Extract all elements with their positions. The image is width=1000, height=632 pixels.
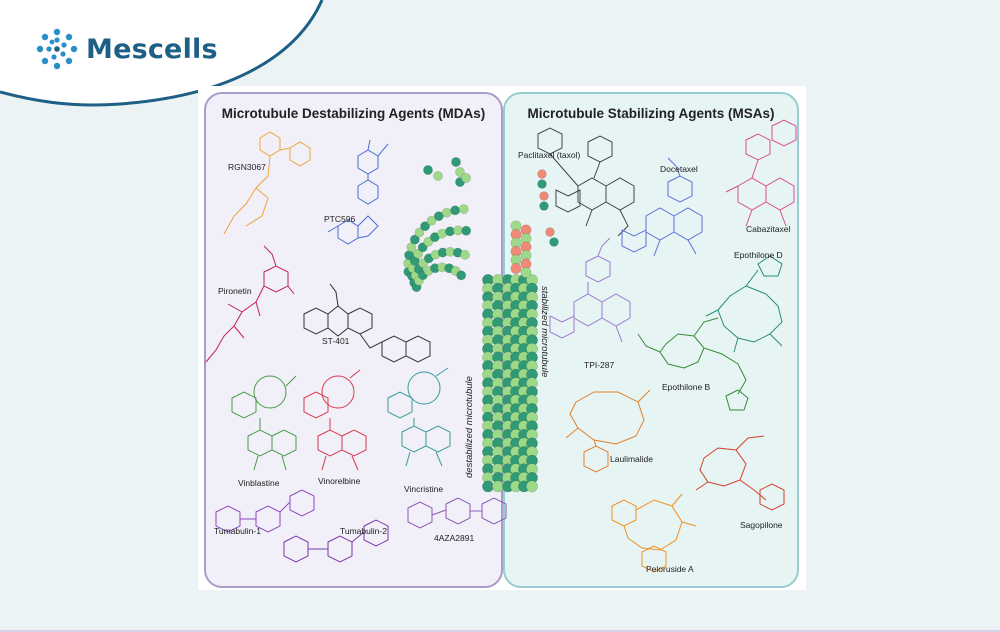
label-sagopilone: Sagopilone bbox=[740, 520, 783, 530]
vinblastine-structure bbox=[231, 375, 297, 471]
tubulin-sphere bbox=[456, 270, 467, 281]
footer-divider bbox=[0, 630, 1000, 632]
label-tumabulin1: Tumabulin-1 bbox=[214, 526, 261, 536]
tubulin-sphere bbox=[426, 215, 437, 226]
tpi287-structure bbox=[549, 237, 631, 343]
label-st401: ST-401 bbox=[322, 336, 350, 346]
label-laulimalide: Laulimalide bbox=[610, 454, 653, 464]
label-tpi287: TPI-287 bbox=[584, 360, 615, 370]
tubulin-sphere bbox=[417, 242, 428, 253]
label-paclitaxel: Paclitaxel (taxol) bbox=[518, 150, 581, 160]
label-cabazitaxel: Cabazitaxel bbox=[746, 224, 791, 234]
tubulin-sphere bbox=[526, 480, 538, 493]
sagopilone-structure bbox=[695, 435, 785, 511]
free-tubulin-dimer bbox=[539, 201, 549, 211]
label-peloruside: Peloruside A bbox=[646, 564, 694, 574]
ptc596-structure bbox=[327, 139, 389, 245]
tubulin-sphere bbox=[414, 227, 425, 238]
free-tubulin-dimer bbox=[461, 173, 471, 183]
panel-title-msas: Microtubule Stabilizing Agents (MSAs) bbox=[527, 106, 775, 121]
panel-title-mdas: Microtubule Destabilizing Agents (MDAs) bbox=[221, 106, 486, 121]
label-destabilized-microtubule: destabilized microtubule bbox=[464, 376, 475, 478]
label-epothiloneD: Epothilone D bbox=[734, 250, 783, 260]
vincristine-structure bbox=[387, 367, 451, 467]
tubulin-sphere bbox=[441, 207, 452, 218]
label-pironetin: Pironetin bbox=[218, 286, 252, 296]
free-tubulin-dimer bbox=[433, 171, 443, 181]
corner-swoosh bbox=[0, 0, 324, 107]
laulimalide-structure bbox=[565, 389, 651, 473]
tubulin-sphere bbox=[510, 263, 522, 275]
tubulin-sphere bbox=[520, 267, 532, 279]
epothiloneD-structure bbox=[705, 255, 783, 353]
label-epothiloneB: Epothilone B bbox=[662, 382, 711, 392]
aza-structure bbox=[407, 497, 507, 529]
paclitaxel-structure bbox=[537, 127, 635, 237]
tubulin-sphere bbox=[413, 248, 424, 259]
epothiloneB-structure bbox=[637, 317, 749, 411]
tumabulin2-structure bbox=[283, 519, 389, 563]
molecule-structures bbox=[205, 119, 797, 573]
brand-logo[interactable]: Mescells bbox=[36, 28, 218, 70]
pironetin-structure bbox=[205, 245, 295, 363]
free-tubulin-dimer bbox=[455, 167, 465, 177]
label-aza: 4AZA2891 bbox=[434, 533, 475, 543]
tubulin-sphere bbox=[492, 480, 504, 493]
st401-structure bbox=[303, 283, 431, 363]
tubulin-sphere bbox=[445, 226, 455, 237]
free-tubulin-dimer bbox=[537, 179, 547, 189]
tubulin-sphere bbox=[482, 480, 494, 493]
label-stabilized-microtubule: stabilized microtubule bbox=[539, 286, 550, 378]
tubulin-sphere bbox=[453, 225, 463, 236]
tubulin-sphere bbox=[433, 211, 444, 222]
label-rgn3067: RGN3067 bbox=[228, 162, 266, 172]
free-tubulin-dimer bbox=[545, 227, 555, 237]
tubulin-sphere bbox=[450, 205, 461, 216]
microtubule-illustration bbox=[403, 157, 559, 493]
tumabulin1-structure bbox=[215, 489, 315, 533]
docetaxel-structure bbox=[621, 157, 703, 257]
tubulin-sphere bbox=[420, 221, 430, 232]
label-ptc596: PTC596 bbox=[324, 214, 356, 224]
label-vincristine: Vincristine bbox=[404, 484, 444, 494]
free-tubulin-dimer bbox=[451, 157, 461, 167]
free-tubulin-dimer bbox=[423, 165, 433, 175]
tubulin-sphere bbox=[458, 204, 469, 215]
label-docetaxel: Docetaxel bbox=[660, 164, 698, 174]
figure-area: Microtubule Destabilizing Agents (MDAs) … bbox=[198, 86, 806, 590]
label-vinblastine: Vinblastine bbox=[238, 478, 280, 488]
label-tumabulin2: Tumabulin-2 bbox=[340, 526, 387, 536]
mescells-logo-icon bbox=[36, 28, 78, 70]
brand-name: Mescells bbox=[86, 33, 218, 65]
free-tubulin-dimer bbox=[537, 169, 547, 179]
cabazitaxel-structure bbox=[725, 119, 797, 227]
vinorelbine-structure bbox=[303, 369, 367, 471]
free-tubulin-dimer bbox=[539, 191, 549, 201]
tubulin-sphere bbox=[460, 250, 470, 260]
tubulin-sphere bbox=[423, 236, 434, 247]
rgn3067-structure bbox=[223, 131, 311, 235]
label-vinorelbine: Vinorelbine bbox=[318, 476, 361, 486]
tubulin-sphere bbox=[461, 225, 472, 236]
panel-mdas: Microtubule Destabilizing Agents (MDAs) bbox=[204, 92, 503, 588]
free-tubulin-dimer bbox=[549, 237, 559, 247]
peloruside-structure bbox=[611, 493, 697, 573]
tubulin-sphere bbox=[409, 234, 420, 245]
